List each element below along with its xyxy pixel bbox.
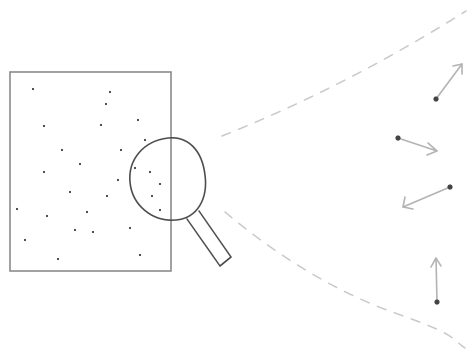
sample-dot bbox=[74, 229, 76, 231]
cone-upper-dashed-line bbox=[222, 11, 466, 136]
particle bbox=[431, 258, 441, 305]
sample-dot bbox=[43, 125, 45, 127]
sample-rectangle bbox=[10, 72, 171, 271]
particle-arrow-shaft bbox=[403, 187, 450, 207]
sample-dot bbox=[16, 208, 18, 210]
sample-dot bbox=[86, 211, 88, 213]
sample-dot bbox=[137, 119, 139, 121]
particle bbox=[395, 135, 437, 155]
particle bbox=[403, 184, 453, 209]
view-cone-dashes bbox=[222, 11, 466, 348]
sample-rectangle-border bbox=[10, 72, 171, 271]
sample-dot bbox=[32, 88, 34, 90]
sample-dot bbox=[79, 163, 81, 165]
magnifier-handle bbox=[187, 211, 231, 266]
sample-dot bbox=[61, 149, 63, 151]
cone-lower-dashed-line bbox=[225, 212, 465, 348]
particle-arrow-shaft bbox=[436, 258, 437, 302]
sample-dot bbox=[92, 231, 94, 233]
magnifying-glass bbox=[130, 138, 231, 266]
sample-dot bbox=[105, 103, 107, 105]
sample-dot bbox=[57, 258, 59, 260]
particle-arrow-shaft bbox=[436, 64, 462, 99]
particle bbox=[433, 64, 462, 102]
sample-dot bbox=[159, 209, 161, 211]
sample-dot bbox=[106, 195, 108, 197]
sample-dot bbox=[120, 149, 122, 151]
particles bbox=[395, 64, 462, 305]
sample-dot bbox=[100, 124, 102, 126]
particle-dot bbox=[447, 184, 452, 189]
sample-dots bbox=[16, 88, 161, 260]
sample-dot bbox=[129, 227, 131, 229]
particle-dot bbox=[433, 96, 438, 101]
sample-dot bbox=[117, 179, 119, 181]
sample-dot bbox=[109, 91, 111, 93]
sample-dot bbox=[43, 171, 45, 173]
particle-dot bbox=[434, 299, 439, 304]
sample-dot bbox=[139, 254, 141, 256]
sample-dot bbox=[69, 191, 71, 193]
sample-dot bbox=[144, 139, 146, 141]
sample-dot bbox=[134, 167, 136, 169]
magnifier-lens bbox=[130, 138, 206, 220]
sample-dot bbox=[149, 171, 151, 173]
sample-dot bbox=[151, 195, 153, 197]
sample-dot bbox=[46, 215, 48, 217]
particle-dot bbox=[395, 135, 400, 140]
sample-dot bbox=[24, 239, 26, 241]
particle-arrow-shaft bbox=[398, 138, 437, 151]
magnifier-handle-end bbox=[220, 257, 231, 266]
sample-dot bbox=[159, 183, 161, 185]
